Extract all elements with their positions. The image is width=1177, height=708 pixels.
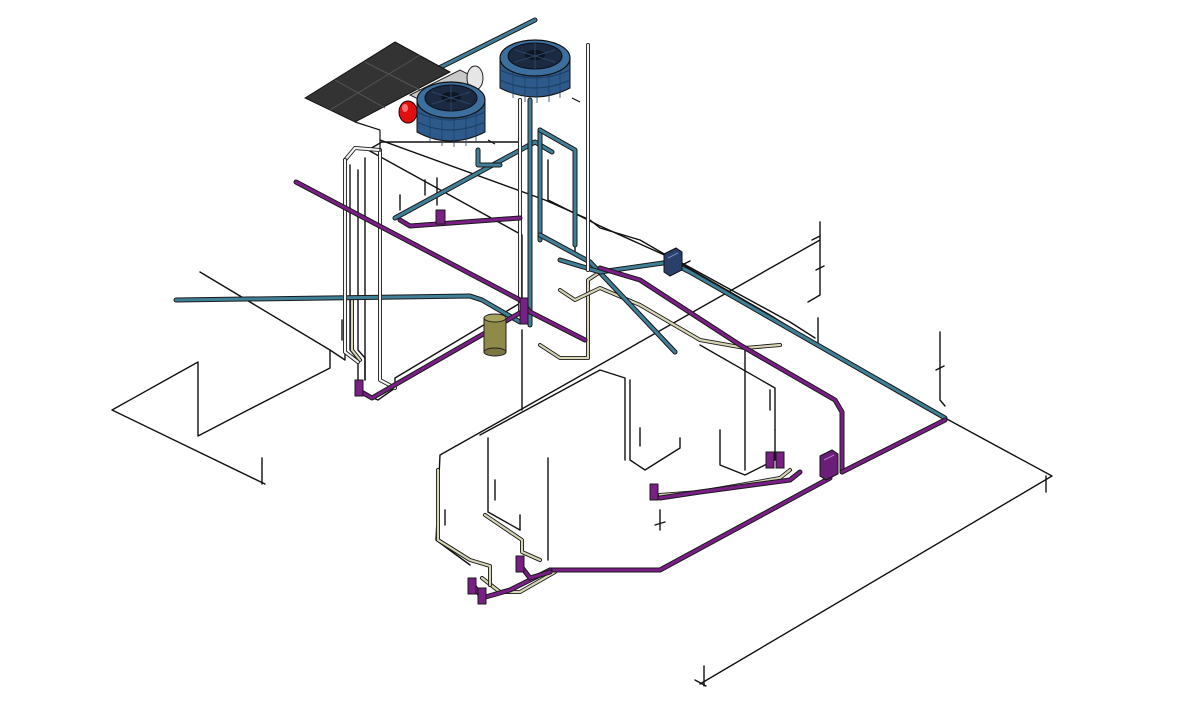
- water-pipe-long: [538, 233, 677, 354]
- vent-pipe-6: [350, 298, 362, 362]
- fixture-stub-2: [435, 209, 446, 225]
- fixture-stub-3: [649, 483, 659, 501]
- wireframe-lines: [111, 139, 1053, 687]
- water-pipe-outline-4: [475, 147, 503, 168]
- white-riser-pipes: [343, 43, 590, 390]
- upper-run-line: [379, 139, 819, 346]
- drain-pipe-right: [598, 266, 844, 474]
- far-right-vertical: [939, 331, 946, 407]
- valve-box-upper: [663, 247, 683, 277]
- fixture-drop-tick: [654, 521, 666, 526]
- fixture-stub-6: [467, 577, 477, 595]
- fixture-stub-8: [515, 555, 525, 573]
- diagonal-cross-line: [435, 239, 821, 566]
- water-pipe-main: [558, 258, 947, 420]
- right-cluster-frame: [699, 344, 776, 431]
- far-right-tick: [935, 365, 945, 371]
- water-pipe-left: [174, 294, 522, 324]
- white-pipe-3: [343, 158, 360, 364]
- vent-pipes: [350, 268, 792, 594]
- solar-panel-icon: [303, 41, 452, 152]
- vent-pipe-5: [483, 513, 542, 562]
- drain-pipe-fix1: [658, 470, 802, 500]
- tick-1: [811, 235, 821, 241]
- water-pipe-diag: [393, 140, 554, 220]
- drain-pipe-lower: [548, 476, 832, 572]
- drain-pipe-upper: [398, 216, 522, 228]
- bottom-end-tick: [694, 679, 707, 687]
- fixture-stub-9: [519, 297, 529, 325]
- left-zigzag-line: [111, 271, 331, 485]
- fixture-stub-1: [354, 379, 364, 397]
- heater-icon: [398, 100, 418, 124]
- central-inner-line: [487, 437, 521, 531]
- drain-pipe-far: [840, 418, 947, 474]
- fixture-stubs: [354, 209, 785, 605]
- right-stub-tick: [815, 265, 825, 271]
- upper-run-line-2: [547, 159, 816, 339]
- fixture-boxes: [663, 247, 839, 481]
- fixture-stub-4: [765, 451, 775, 469]
- water-pipe-3: [538, 128, 577, 247]
- fixture-stub-7: [477, 587, 487, 605]
- water-pipe-outline-main: [557, 257, 948, 421]
- tick-12: [681, 260, 691, 266]
- water-tank-icon: [416, 39, 581, 147]
- drain-pipe-outline-right: [597, 265, 845, 475]
- roof-tank-right: [499, 39, 571, 103]
- main-frame-inner-line: [357, 169, 366, 381]
- valve-box-lower: [819, 449, 839, 481]
- tank-support-2: [487, 139, 496, 145]
- bottom-right-run: [699, 417, 1053, 685]
- left-branch-line: [329, 299, 346, 361]
- olive-tank: [483, 313, 507, 357]
- water-pipe-4: [476, 148, 502, 167]
- fixture-stub-5: [775, 451, 785, 469]
- right-vertical-stub: [807, 221, 821, 303]
- roof-tank-left: [416, 81, 486, 147]
- water-pipe-outline-long: [537, 232, 678, 355]
- right-cluster-line: [719, 429, 776, 476]
- tank-support-1: [571, 97, 581, 103]
- central-frame-line: [479, 369, 626, 461]
- vent-pipe-4: [436, 468, 492, 587]
- vent-pipe-outline-4: [436, 468, 492, 587]
- central-loop-line: [629, 379, 681, 471]
